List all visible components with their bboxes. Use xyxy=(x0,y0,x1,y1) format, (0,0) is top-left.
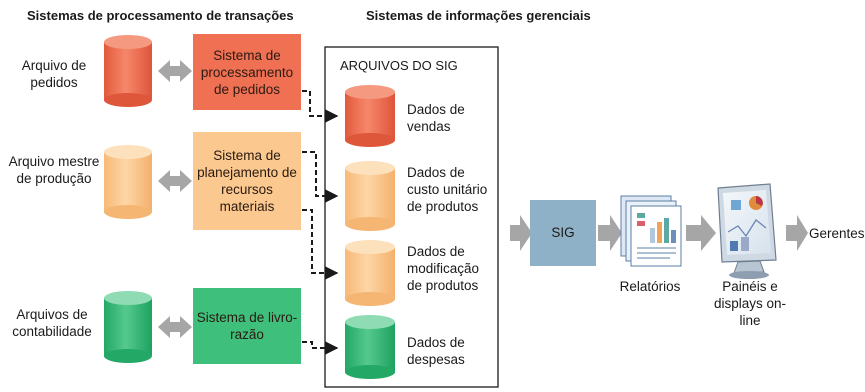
production-master-file-cylinder xyxy=(104,145,152,219)
connector-mrp-product-change xyxy=(302,209,339,280)
arrow-files-to-sig xyxy=(510,215,532,251)
arrow-reports-to-displays xyxy=(686,215,716,251)
orders-file-label: Arquivo de pedidos xyxy=(21,58,87,90)
reports-label: Relatórios xyxy=(619,279,681,294)
accounting-file-label: Arquivos de contabilidade xyxy=(12,307,92,339)
general-ledger-system-label: Sistema de livro-razão xyxy=(196,310,298,342)
arrow-displays-to-managers xyxy=(786,215,808,251)
mrp-system-label: Sistema de planejamento de recursos mate… xyxy=(197,148,297,214)
dashed-connectors xyxy=(302,90,339,355)
general-ledger-system-box: Sistema de livro-razão xyxy=(193,288,301,364)
reports-icon xyxy=(620,195,682,267)
displays-label: Painéis e displays on-line xyxy=(713,279,787,328)
orders-file-cylinder xyxy=(104,35,152,107)
sales-data-cylinder xyxy=(345,85,395,147)
connector-ledger-expenses xyxy=(302,341,339,355)
unit-cost-data-label: Dados de custo unitário de produtos xyxy=(407,165,488,214)
production-master-file-label: Arquivo mestre de produção xyxy=(8,154,100,186)
sig-box xyxy=(530,200,596,266)
double-arrow-production xyxy=(158,170,192,192)
sales-data-label: Dados de vendas xyxy=(407,102,465,134)
connector-mrp-unit-cost xyxy=(302,151,339,203)
mis-heading: Sistemas de informações gerenciais xyxy=(366,8,591,23)
double-arrows xyxy=(158,60,192,338)
connector-orders-sales xyxy=(302,90,339,123)
managers-label: Gerentes xyxy=(809,226,865,241)
expenses-data-cylinder xyxy=(345,315,395,379)
arrow-sig-to-reports xyxy=(598,215,622,251)
double-arrow-orders xyxy=(158,60,192,82)
product-change-data-cylinder xyxy=(345,240,395,306)
order-processing-system-box: Sistema de processamento de pedidos xyxy=(193,34,301,110)
product-change-data-label: Dados de modificação de produtos xyxy=(407,244,480,293)
expenses-data-label: Dados de despesas xyxy=(407,335,465,367)
flow-arrows xyxy=(510,215,808,251)
double-arrow-accounting xyxy=(158,316,192,338)
mis-files-title: ARQUIVOS DO SIG xyxy=(340,58,458,73)
mrp-system-box: Sistema de planejamento de recursos mate… xyxy=(193,132,301,230)
monitor-icon xyxy=(717,183,777,279)
sig-label: SIG xyxy=(551,225,575,240)
tps-heading: Sistemas de processamento de transações xyxy=(27,8,294,23)
order-processing-system-label: Sistema de processamento de pedidos xyxy=(200,47,294,97)
accounting-file-cylinder xyxy=(104,291,152,363)
unit-cost-data-cylinder xyxy=(345,161,395,231)
